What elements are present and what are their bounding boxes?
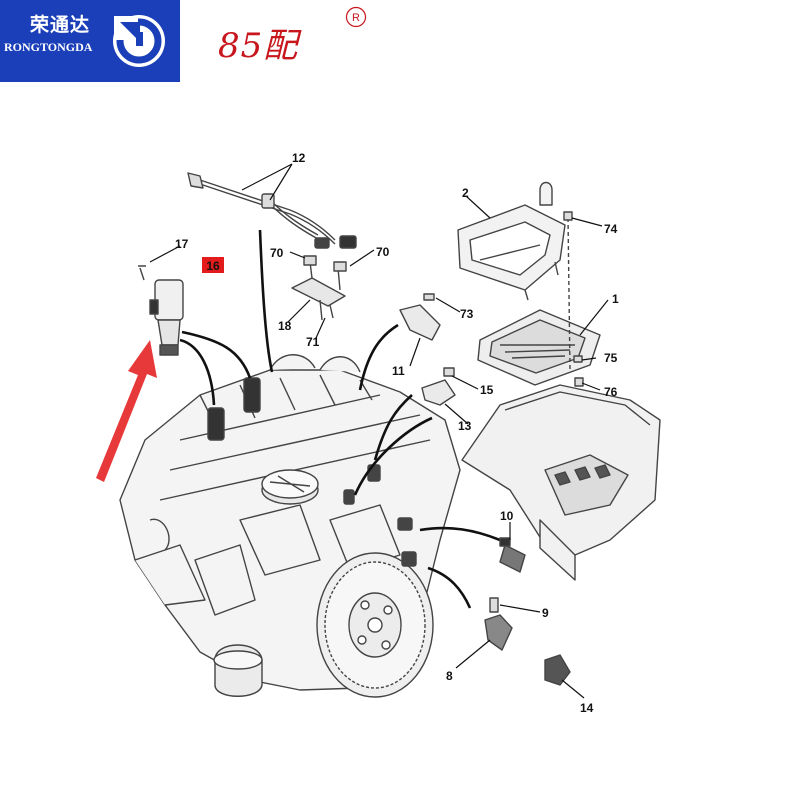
part-13-bracket xyxy=(421,367,456,406)
brand-text: 85配 xyxy=(218,26,299,66)
leader-lines xyxy=(149,163,609,699)
callout-74: 74 xyxy=(604,222,618,236)
callout-16-highlight: 16 xyxy=(202,257,224,273)
part-10-sensor xyxy=(499,537,526,573)
part-15-sensor xyxy=(544,654,571,686)
callout-14: 15 xyxy=(480,383,494,397)
callout-73: 73 xyxy=(460,307,474,321)
callout-15: 14 xyxy=(580,701,594,715)
callout-70-left: 70 xyxy=(270,246,284,260)
callout-9: 9 xyxy=(542,606,549,620)
fuse-box-tray xyxy=(461,384,661,581)
svg-text:R: R xyxy=(352,12,360,24)
part-1-ecu xyxy=(477,309,601,386)
return-arrow-icon xyxy=(113,15,165,67)
part-11-clip xyxy=(399,293,441,341)
connection-wires xyxy=(179,229,501,609)
callout-76: 76 xyxy=(604,385,618,399)
part-8-sensor xyxy=(484,597,513,651)
part-2-bracket xyxy=(457,181,566,301)
callout-16: 16 xyxy=(206,259,220,273)
callout-13: 13 xyxy=(458,419,472,433)
part-12-harness xyxy=(187,172,357,249)
callout-70-right: 70 xyxy=(376,245,390,259)
callout-labels: 2 1 12 74 75 76 70 70 18 71 17 73 11 15 … xyxy=(175,151,619,715)
logo-english-name: RONGTONGDA xyxy=(4,40,93,54)
callout-71: 71 xyxy=(306,335,320,349)
flywheel xyxy=(316,552,434,698)
callout-10: 10 xyxy=(500,509,514,523)
callout-8: 8 xyxy=(446,669,453,683)
highlight-arrow xyxy=(96,340,157,482)
callout-17: 17 xyxy=(175,237,189,251)
callout-12: 12 xyxy=(292,151,306,165)
part-18-bracket xyxy=(291,255,347,321)
company-logo: 荣通达 RONGTONGDA xyxy=(0,0,180,82)
part-16-solenoid xyxy=(138,265,184,356)
callout-11: 11 xyxy=(392,364,405,378)
callout-2: 2 xyxy=(462,186,469,200)
registered-mark-icon: R xyxy=(345,6,367,28)
logo-chinese-name: 荣通达 xyxy=(30,14,91,36)
callout-75: 75 xyxy=(604,351,618,365)
callout-18: 18 xyxy=(278,319,292,333)
part-74-bolt xyxy=(563,211,584,387)
callout-1: 1 xyxy=(612,292,619,306)
